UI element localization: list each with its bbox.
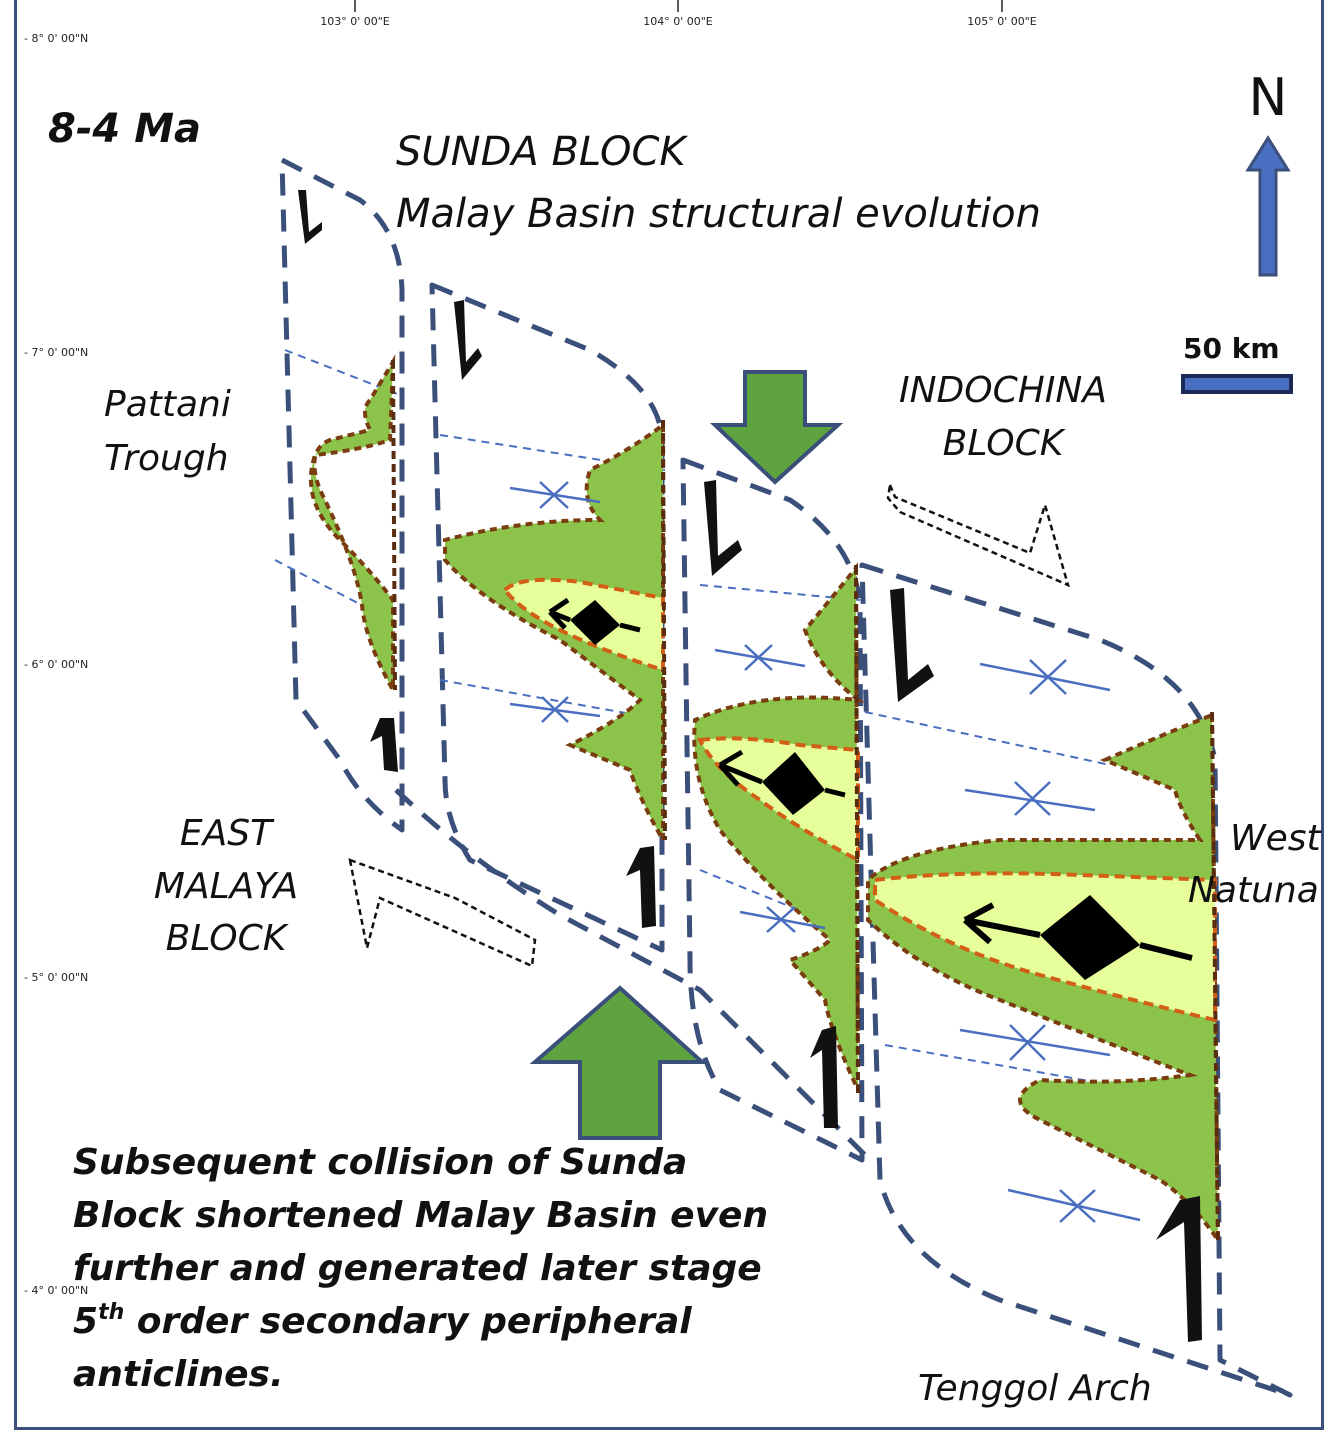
age-label: 8-4 Ma [48,106,201,152]
scale-bar: 50 km [1181,332,1293,394]
north-arrow-icon [1245,135,1291,277]
latitude-label: - 4° 0' 00"N [24,1284,88,1297]
longitude-label: 103° 0' 00"E [320,15,390,28]
basin-inner [873,871,1217,1023]
block-outline [859,562,1293,1398]
east-malaya-label: MALAYA [154,866,298,907]
shear-arrow-icon [1156,1196,1202,1342]
shear-arrow-icon [370,718,398,772]
main-faults [391,359,1220,1246]
scale-bar-icon [1181,374,1293,394]
compression-arrows [529,370,844,1140]
latitude-label: - 5° 0' 00"N [24,971,88,984]
syncline-icon [979,659,1111,695]
west-natuna-label: West [1230,818,1323,859]
caption-line: anticlines. [73,1354,284,1395]
shear-arrow-icon [298,190,322,244]
block-outline [279,157,405,833]
syncline-icon [1007,1188,1141,1223]
caption-line: Subsequent collision of Sunda [73,1142,687,1183]
title-line1: SUNDA BLOCK [396,129,688,175]
latitude-label: - 8° 0' 00"N [24,32,88,45]
syncline-symbols [509,481,1141,1223]
latitude-label: - 6° 0' 00"N [24,658,88,671]
syncline-icon [959,1024,1111,1061]
pattani-label: Pattani [104,384,231,425]
shear-arrow-icon [626,846,656,928]
basin-fill [692,562,865,1091]
main-fault [854,564,860,1096]
east-malaya-label: EAST [180,813,275,854]
longitude-ticks: 103° 0' 00"E 104° 0' 00"E 105° 0' 00"E [320,0,1037,28]
north-label: N [1249,68,1288,128]
anticline-icon [963,895,1193,980]
latitude-label: - 7° 0' 00"N [24,346,88,359]
shear-arrow-icon [454,300,482,380]
shear-open-arrow-icon [348,858,537,968]
minor-fault [439,679,666,721]
anticline-icon [548,597,641,645]
caption: Subsequent collision of Sunda Block shor… [73,1142,768,1395]
main-fault [1210,711,1220,1246]
region-labels: Pattani Trough INDOCHINA BLOCK EAST MALA… [104,370,1323,1409]
scale-label: 50 km [1183,332,1280,365]
longitude-label: 104° 0' 00"E [643,15,713,28]
shear-arrow-icon [704,480,742,576]
caption-line: 5th order secondary peripheral [73,1300,692,1342]
pattani-label: Trough [104,438,229,479]
tenggol-label: Tenggol Arch [918,1368,1152,1409]
caption-line: Block shortened Malay Basin even [73,1195,768,1236]
compression-arrow-down-icon [709,370,844,485]
minor-fault [864,711,1111,766]
main-fault [391,359,397,691]
indochina-label: INDOCHINA [899,370,1107,411]
title-line2: Malay Basin structural evolution [396,191,1041,237]
map-frame [14,0,1324,1430]
main-fault [661,419,667,841]
syncline-icon [964,781,1096,816]
caption-line: further and generated later stage [73,1248,762,1289]
west-natuna-label: Natuna [1188,870,1319,911]
shear-arrow-icon [810,1026,838,1128]
indochina-label: BLOCK [943,423,1066,464]
shear-arrow-icon [890,588,934,702]
shear-half-arrows [298,190,1202,1342]
syncline-icon [509,696,601,723]
basin-areas [308,354,1221,1247]
compression-arrow-up-icon [529,985,708,1140]
north-arrow: N [1245,68,1291,277]
syncline-icon [509,481,601,509]
syncline-icon [714,644,806,671]
east-malaya-label: BLOCK [166,918,289,959]
block-outline [680,457,865,1163]
basin-fill [308,354,396,698]
block-shear-arrows [348,480,1070,968]
longitude-label: 105° 0' 00"E [967,15,1037,28]
syncline-icon [739,906,826,933]
block-outline [394,788,872,1162]
anticline-icon [718,749,846,815]
anticline-symbols [548,597,1193,980]
latitude-labels: - 8° 0' 00"N - 7° 0' 00"N - 6° 0' 00"N -… [24,32,88,1297]
basin-fill [443,420,665,848]
shear-open-arrow-icon [886,480,1070,588]
